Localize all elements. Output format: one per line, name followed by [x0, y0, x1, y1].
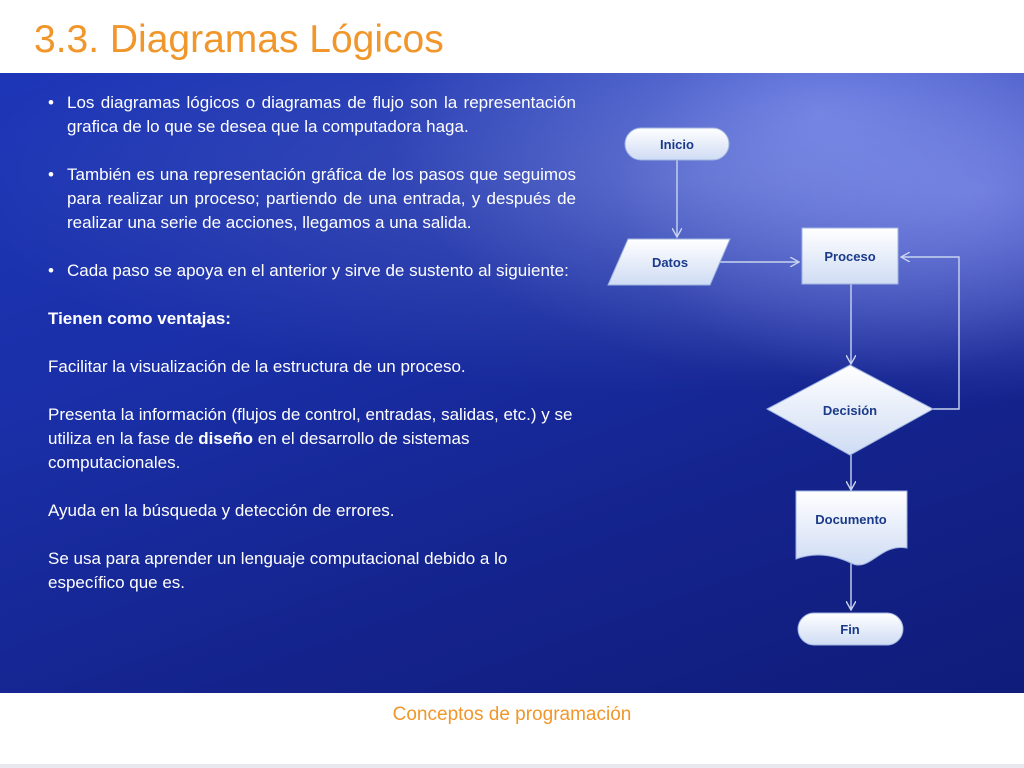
bottom-divider	[0, 764, 1024, 768]
flowchart-diagram: Inicio Datos Proceso Decisión Documento …	[607, 127, 960, 646]
advantage-text: Presenta la información (flujos de contr…	[48, 405, 573, 448]
node-decision: Decisión	[765, 364, 935, 456]
node-process: Proceso	[801, 227, 899, 285]
slide-title: 3.3. Diagramas Lógicos	[34, 18, 444, 61]
content-panel: • Los diagramas lógicos o diagramas de f…	[0, 73, 1024, 693]
advantage-emphasis: diseño	[198, 429, 254, 448]
advantage-item: Facilitar la visualización de la estruct…	[48, 357, 466, 376]
bullet-text: Cada paso se apoya en el anterior y sirv…	[67, 261, 569, 280]
connector-decision-loop	[902, 257, 960, 410]
bullet-dot: •	[48, 93, 54, 112]
node-end-label: Fin	[840, 622, 860, 637]
bullet-item: • También es una representación gráfica …	[48, 163, 576, 235]
slide-footer: Conceptos de programación	[392, 704, 632, 725]
node-start: Inicio	[624, 127, 730, 161]
node-start-label: Inicio	[660, 137, 694, 152]
bullet-dot: •	[48, 165, 54, 184]
flow-connectors	[677, 160, 960, 609]
bullet-text: También es una representación gráfica de…	[67, 165, 576, 232]
body-text: • Los diagramas lógicos o diagramas de f…	[48, 91, 576, 619]
advantage-item: Presenta la información (flujos de contr…	[48, 403, 576, 475]
node-document-label: Documento	[815, 512, 887, 527]
node-data-label: Datos	[652, 255, 688, 270]
advantage-item: Se usa para aprender un lenguaje computa…	[48, 549, 508, 592]
advantage-text: en el desarrollo de sistemas computacion…	[48, 429, 470, 472]
node-data: Datos	[607, 238, 731, 286]
node-document: Documento	[795, 490, 908, 566]
advantage-item: Ayuda en la búsqueda y detección de erro…	[48, 501, 395, 520]
node-process-label: Proceso	[824, 249, 875, 264]
node-end: Fin	[797, 612, 904, 646]
node-decision-label: Decisión	[823, 403, 877, 418]
bullet-item: • Cada paso se apoya en el anterior y si…	[48, 259, 576, 283]
bullet-dot: •	[48, 261, 54, 280]
bullet-text: Los diagramas lógicos o diagramas de flu…	[67, 93, 576, 136]
bullet-item: • Los diagramas lógicos o diagramas de f…	[48, 91, 576, 139]
advantages-heading: Tienen como ventajas:	[48, 309, 231, 328]
